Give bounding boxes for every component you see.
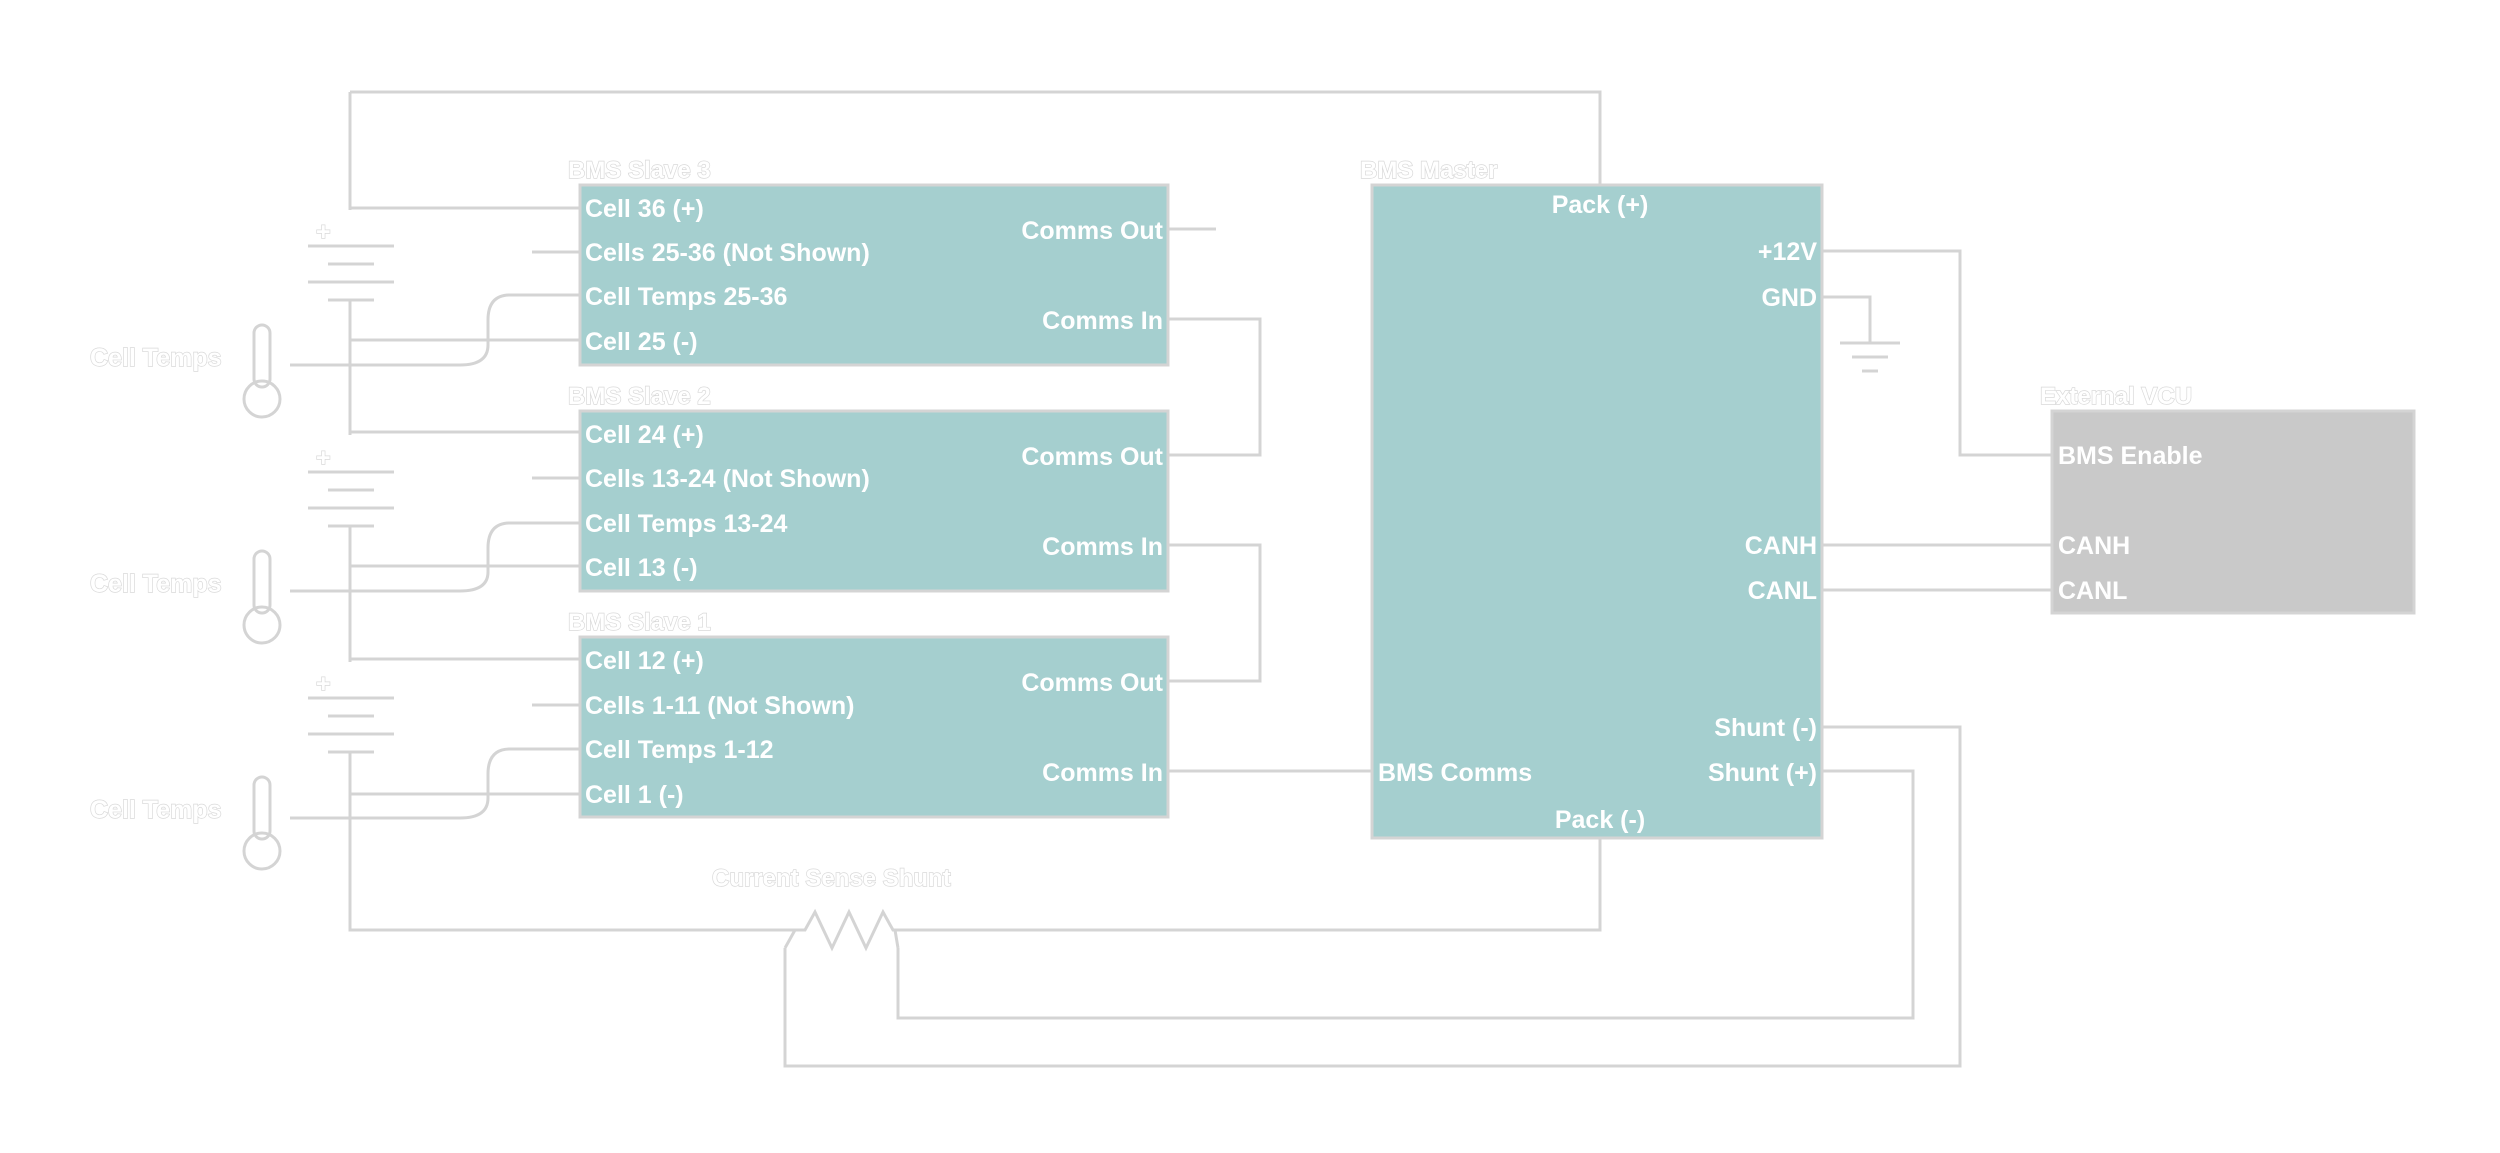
canl-label: CANL	[1748, 577, 1817, 605]
bms-enable-label: BMS Enable	[2058, 442, 2203, 470]
pack-positive-wire	[348, 90, 1602, 184]
vcu-canh-label: CANH	[2058, 532, 2130, 560]
pin-label: Cell 24 (+)	[585, 421, 704, 449]
shunt-positive-wire	[896, 769, 1915, 1020]
module-title: BMS Slave 2	[568, 383, 711, 410]
external-vcu: External VCU BMS Enable CANH CANL	[2039, 382, 2416, 615]
slave3-to-slave2-comms	[1168, 317, 1262, 457]
comms-in-label: Comms In	[1042, 307, 1163, 335]
gnd-wire	[1822, 295, 1872, 343]
pin-label: Cell 25 (-)	[585, 328, 698, 356]
module-body	[2050, 409, 2416, 615]
wiring	[290, 90, 2052, 1068]
thermometer-icon	[242, 323, 282, 419]
shunt-label: Current Sense Shunt	[712, 865, 951, 892]
v12-label: +12V	[1758, 238, 1817, 266]
module-title: External VCU	[2040, 383, 2192, 410]
pack-negative-wire	[348, 790, 1602, 932]
pack-negative-label: Pack (-)	[1555, 806, 1645, 834]
comms-in-label: Comms In	[1042, 759, 1163, 787]
pin-label: Cell 12 (+)	[585, 647, 704, 675]
canh-label: CANH	[1745, 532, 1817, 560]
pack-positive-label: Pack (+)	[1552, 191, 1649, 219]
battery-cell-icon: +	[308, 217, 394, 302]
module-title: BMS Master	[1360, 157, 1497, 184]
pin-label: Cell 36 (+)	[585, 195, 704, 223]
v12-to-bms-enable	[1822, 249, 2052, 457]
vcu-canl-label: CANL	[2058, 577, 2127, 605]
battery-cell-icon: +	[308, 443, 394, 528]
comms-out-label: Comms Out	[1021, 669, 1163, 697]
module-body	[1370, 183, 1824, 840]
comms-in-label: Comms In	[1042, 533, 1163, 561]
module-title: BMS Slave 1	[568, 609, 711, 636]
battery-cell-icon: +	[308, 669, 394, 754]
shunt-negative-label: Shunt (-)	[1714, 714, 1817, 742]
module-body	[578, 409, 1170, 593]
svg-text:+: +	[316, 670, 331, 698]
module-body	[578, 635, 1170, 819]
comms-out-label: Comms Out	[1021, 217, 1163, 245]
pin-label: Cells 13-24 (Not Shown)	[585, 465, 870, 493]
thermistor-label: Cell Temps	[90, 796, 222, 824]
bms-slave-3: BMS Slave 3 Cell 36 (+) Cells 25-36 (Not…	[567, 156, 1170, 367]
pin-label: Cell 13 (-)	[585, 554, 698, 582]
bms-slave-1: BMS Slave 1 Cell 12 (+) Cells 1-11 (Not …	[567, 608, 1170, 819]
thermistor-label: Cell Temps	[90, 570, 222, 598]
module-body	[578, 183, 1170, 367]
resistor-icon	[783, 908, 900, 952]
slave1-temp-wire	[290, 747, 580, 820]
thermometer-icon	[242, 549, 282, 645]
bms-master: BMS Master Pack (+) +12V GND CANH CANL S…	[1359, 156, 1824, 840]
pin-label: Cell Temps 1-12	[585, 736, 774, 764]
pin-label: Cells 1-11 (Not Shown)	[585, 692, 854, 720]
thermometer-icon	[242, 775, 282, 871]
slave3-temp-wire	[290, 293, 580, 367]
bms-slave-2: BMS Slave 2 Cell 24 (+) Cells 13-24 (Not…	[567, 382, 1170, 593]
comms-out-label: Comms Out	[1021, 443, 1163, 471]
svg-text:+: +	[316, 444, 331, 472]
slave2-temp-wire	[290, 521, 580, 593]
battery-stack: + + +	[308, 217, 394, 754]
pin-label: Cell 1 (-)	[585, 781, 684, 809]
shunt-positive-label: Shunt (+)	[1708, 759, 1817, 787]
pin-label: Cell Temps 13-24	[585, 510, 788, 538]
module-title: BMS Slave 3	[568, 157, 711, 184]
shunt-negative-wire	[783, 725, 1962, 1068]
gnd-label: GND	[1761, 284, 1817, 312]
slave2-to-slave1-comms	[1168, 543, 1262, 683]
pin-label: Cells 25-36 (Not Shown)	[585, 239, 870, 267]
bms-comms-label: BMS Comms	[1378, 759, 1532, 787]
svg-text:+: +	[316, 218, 331, 246]
ground-icon	[1840, 341, 1900, 373]
pin-label: Cell Temps 25-36	[585, 283, 787, 311]
thermistor-label: Cell Temps	[90, 344, 222, 372]
